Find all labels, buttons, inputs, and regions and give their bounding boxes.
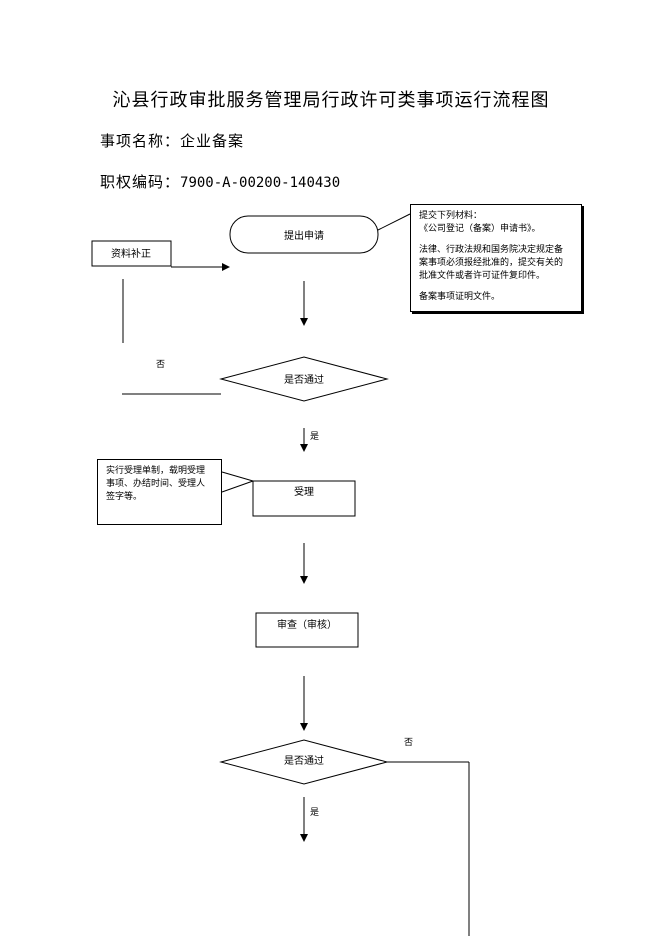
materials-note-line: 案事项必须报经批准的，提交有关的: [419, 258, 564, 268]
materials-note-line: 备案事项证明文件。: [419, 292, 501, 302]
check2-yes-label: 是: [310, 807, 319, 818]
materials-note-line: 法律、行政法规和国务院决定规定备: [419, 245, 564, 255]
apply-node: [229, 215, 379, 254]
accept-note-connector-bottom: [221, 480, 254, 493]
supplement-box: [91, 240, 172, 267]
apply-note-connector: [377, 213, 411, 231]
check1-label: 是否通过: [284, 373, 324, 386]
materials-note: 提交下列材料： 《公司登记（备案）申请书》。 法律、行政法规和国务院决定规定备 …: [410, 204, 582, 312]
check1-yes-label: 是: [310, 431, 319, 442]
page-title: 沁县行政审批服务管理局行政许可类事项运行流程图: [112, 90, 550, 111]
accept-note: 实行受理单制，载明受理 事项、办结时间、受理人 签字等。: [97, 459, 222, 525]
permission-code-value: 7900-A-00200-140430: [180, 175, 341, 191]
accept-note-line: 实行受理单制，载明受理: [106, 466, 206, 476]
accept-note-line: 事项、办结时间、受理人: [106, 479, 206, 489]
apply-label: 提出申请: [284, 229, 324, 242]
materials-note-line: 提交下列材料：: [419, 211, 483, 221]
permission-code-label: 职权编码：: [100, 173, 181, 191]
item-name-value: 企业备案: [180, 132, 245, 150]
supplement-label: 资料补正: [111, 247, 151, 260]
accept-box: [252, 480, 356, 517]
check1-no-label: 否: [156, 359, 165, 370]
review-label: 审查（审核）: [277, 618, 337, 631]
check2-no-label: 否: [404, 737, 413, 748]
accept-note-connector-top: [221, 471, 254, 482]
accept-note-line: 签字等。: [106, 492, 143, 502]
permission-code-row: 职权编码：7900-A-00200-140430: [100, 171, 340, 192]
item-name-row: 事项名称：企业备案: [100, 130, 244, 151]
accept-label: 受理: [294, 486, 314, 498]
check1-diamond: [219, 356, 389, 402]
materials-note-line: 《公司登记（备案）申请书》。: [419, 224, 541, 234]
item-name-label: 事项名称：: [100, 132, 181, 150]
check2-label: 是否通过: [284, 754, 324, 767]
materials-note-line: 批准文件或者许可证件复印件。: [419, 271, 546, 281]
review-box: [255, 612, 359, 648]
